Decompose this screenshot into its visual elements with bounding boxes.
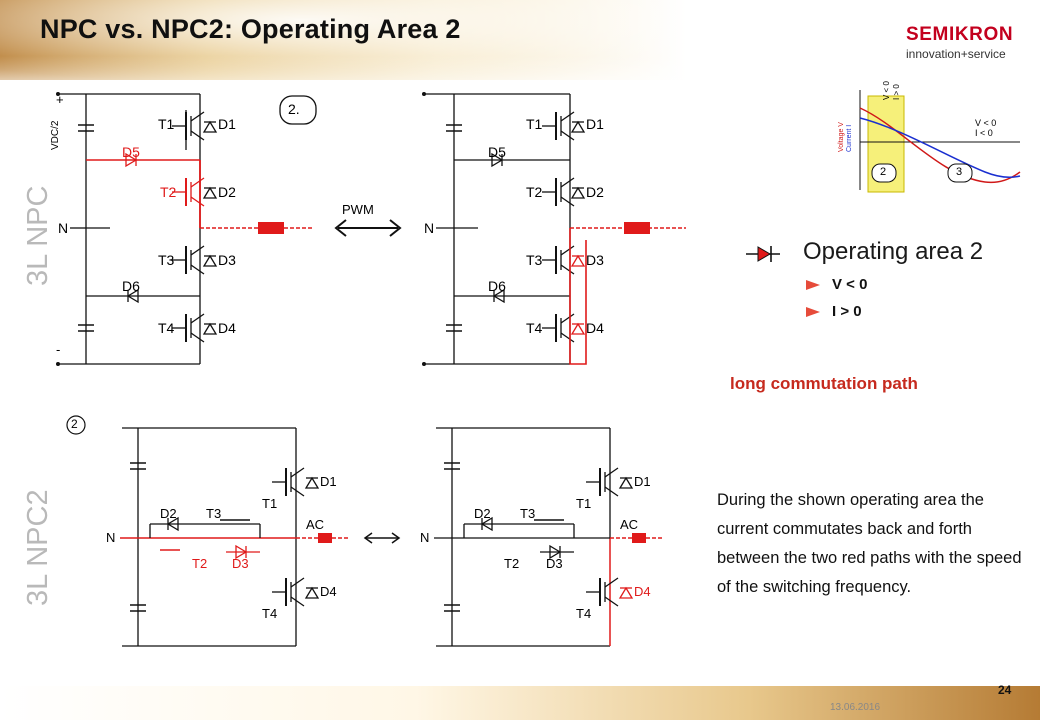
- diode-icon: [746, 246, 780, 262]
- npc2-label-d4: D4: [320, 584, 337, 599]
- npc2-label-d4-b: D4: [634, 584, 651, 599]
- label-t4-b: T4: [526, 320, 543, 336]
- label-d1-b: D1: [586, 116, 604, 132]
- label-n-b: N: [424, 220, 435, 236]
- slide-title: NPC vs. NPC2: Operating Area 2: [40, 14, 461, 44]
- inset-label-a2: I > 0: [892, 84, 901, 100]
- label-t2: T2: [160, 184, 177, 200]
- label-d3: D3: [218, 252, 236, 268]
- label-d6-b: D6: [488, 278, 506, 294]
- description-text: During the shown operating area the curr…: [717, 491, 1022, 596]
- npc2-double-arrow: [363, 532, 401, 544]
- npc2-label-t1: T1: [262, 496, 278, 511]
- npc-circuit-right: [422, 92, 686, 366]
- logo-tagline: innovation+service: [906, 47, 1006, 61]
- npc2-label-d2-b: D2: [474, 506, 491, 521]
- npc2-label-ac: AC: [306, 517, 325, 532]
- label-plus: +: [56, 92, 64, 107]
- label-t1-b: T1: [526, 116, 543, 132]
- label-t4: T4: [158, 320, 175, 336]
- label-d4: D4: [218, 320, 236, 336]
- waveform-inset: [859, 90, 1021, 193]
- label-t1: T1: [158, 116, 175, 132]
- npc2-label-d3: D3: [232, 556, 249, 571]
- footer-gradient-band: [0, 686, 1040, 720]
- npc2-circuit-left: [66, 415, 350, 647]
- label-d4-b: D4: [586, 320, 604, 336]
- state-label: 2.: [288, 101, 300, 117]
- label-d5: D5: [122, 144, 140, 160]
- npc2-label-d1: D1: [320, 474, 337, 489]
- npc2-label-t3: T3: [206, 506, 222, 521]
- inset-axis-voltage: Voltage V: [838, 122, 845, 152]
- npc2-label-d3-b: D3: [546, 556, 563, 571]
- npc-circuit-left: [56, 92, 312, 366]
- page-number: 24: [998, 683, 1012, 697]
- pwm-double-arrow: [334, 219, 402, 237]
- npc2-label-ac-b: AC: [620, 517, 639, 532]
- bullet-current: I > 0: [806, 303, 862, 320]
- company-logo: SEMIKRON: [906, 24, 1014, 45]
- inset-marker-2: 2: [880, 166, 887, 178]
- npc2-circuit-right: [434, 427, 664, 647]
- label-t3: T3: [158, 252, 175, 268]
- label-n: N: [58, 220, 69, 236]
- inset-axis-current: Current I: [846, 124, 853, 152]
- inset-label-a: V < 0: [882, 81, 891, 100]
- label-t2-b: T2: [526, 184, 543, 200]
- inset-label-b2: I < 0: [975, 128, 993, 138]
- npc2-label-t3-b: T3: [520, 506, 536, 521]
- inset-label-b: V < 0: [975, 118, 997, 128]
- label-d3-b: D3: [586, 252, 604, 268]
- bullet-voltage: V < 0: [805, 276, 868, 293]
- npc2-label-d2: D2: [160, 506, 177, 521]
- npc2-label-t4-b: T4: [576, 606, 592, 621]
- inset-marker-3: 3: [956, 166, 963, 178]
- state-box-npc: [279, 95, 317, 125]
- slide-date: 13.06.2016: [830, 702, 881, 713]
- label-minus: -: [56, 342, 61, 357]
- label-d2: D2: [218, 184, 236, 200]
- label-t3-b: T3: [526, 252, 543, 268]
- state-label-npc2: 2: [71, 417, 78, 431]
- label-d2-b: D2: [586, 184, 604, 200]
- long-commutation-path-label: long commutation path: [730, 374, 918, 393]
- npc2-label-t2-b: T2: [504, 556, 520, 571]
- npc2-label-t2: T2: [192, 556, 208, 571]
- npc2-label-t4: T4: [262, 606, 278, 621]
- pwm-label: PWM: [342, 202, 374, 217]
- npc2-label-t1-b: T1: [576, 496, 592, 511]
- header-fade: [0, 56, 1040, 96]
- npc2-label-n-b: N: [420, 530, 430, 545]
- label-d5-b: D5: [488, 144, 506, 160]
- label-d1: D1: [218, 116, 236, 132]
- label-d6: D6: [122, 278, 140, 294]
- operating-area-title: Operating area 2: [803, 238, 984, 265]
- label-vdc: VDC/2: [50, 120, 61, 150]
- npc2-label-d1-b: D1: [634, 474, 651, 489]
- npc2-label-n: N: [106, 530, 116, 545]
